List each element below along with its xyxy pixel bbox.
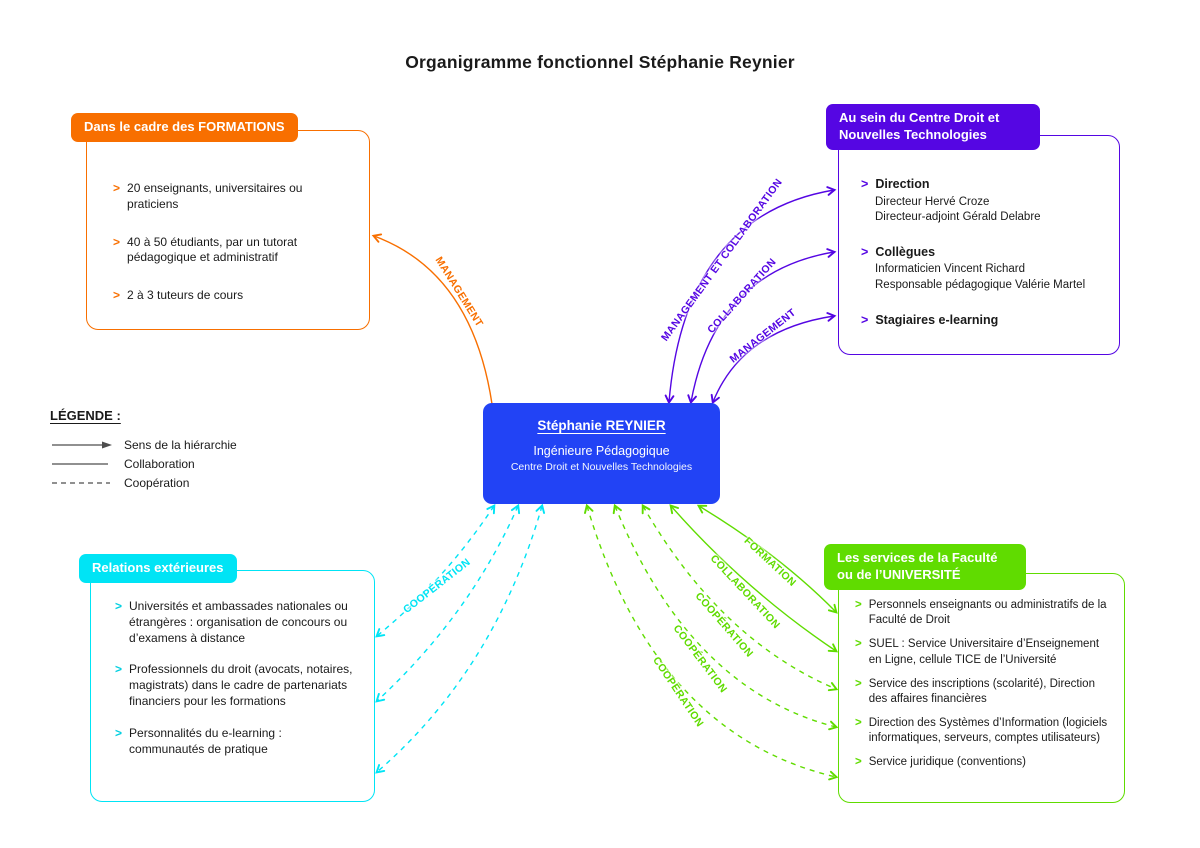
central-person-card: Stéphanie REYNIER Ingénieure Pédagogique…	[483, 403, 720, 504]
panel-formations-body: 20 enseignants, universitaires ou pratic…	[87, 131, 369, 304]
chevron-bullet-icon	[115, 726, 122, 758]
person-name: Stéphanie REYNIER	[537, 418, 666, 433]
chevron-bullet-icon	[855, 755, 862, 770]
list-group: Collègues Informaticien Vincent Richard …	[861, 244, 1105, 293]
panel-services-header: Les services de la Faculté ou de l’UNIVE…	[824, 544, 1026, 590]
chevron-bullet-icon	[861, 176, 868, 193]
panel-formations: Dans le cadre des FORMATIONS 20 enseigna…	[71, 113, 370, 330]
chevron-bullet-icon	[113, 235, 120, 267]
list-subitem: Directeur-adjoint Gérald Delabre	[875, 210, 1041, 223]
panel-centre: Au sein du Centre Droit et Nouvelles Tec…	[826, 104, 1120, 355]
list-item: Collègues	[861, 244, 1105, 261]
chevron-bullet-icon	[861, 244, 868, 261]
list-item: SUEL : Service Universitaire d’Enseignem…	[855, 637, 1114, 667]
legend-label: Collaboration	[124, 457, 195, 471]
panel-services: Les services de la Faculté ou de l’UNIVE…	[824, 544, 1125, 803]
edge-cooperation-services-2	[612, 503, 839, 731]
edge-cooperation-relations-2	[375, 503, 521, 703]
edge-cooperation-services-3	[584, 503, 839, 781]
list-subitem: Directeur Hervé Croze	[875, 195, 990, 208]
panel-relations: Relations extérieures Universités et amb…	[79, 554, 375, 802]
edge-label-management-centre: MANAGEMENT	[727, 306, 799, 366]
legend-row: Sens de la hiérarchie	[50, 438, 237, 452]
edge-label-management-formations: MANAGEMENT	[432, 254, 486, 330]
panel-centre-header: Au sein du Centre Droit et Nouvelles Tec…	[826, 104, 1040, 150]
list-item: 20 enseignants, universitaires ou pratic…	[113, 181, 349, 213]
edge-label-formation-services: FORMATION	[741, 534, 799, 590]
legend: LÉGENDE : Sens de la hiérarchie Collabor…	[50, 408, 237, 495]
list-item: 2 à 3 tuteurs de cours	[113, 288, 349, 304]
legend-row: Collaboration	[50, 457, 237, 471]
legend-label: Sens de la hiérarchie	[124, 438, 237, 452]
list-subitem: Informaticien Vincent Richard	[875, 263, 1025, 276]
edge-cooperation-relations-1	[375, 503, 496, 638]
list-item: Service des inscriptions (scolarité), Di…	[855, 677, 1114, 707]
list-item: 40 à 50 étudiants, par un tutorat pédago…	[113, 235, 349, 267]
list-item: Professionnels du droit (avocats, notair…	[115, 662, 358, 709]
list-group: Direction Directeur Hervé Croze Directeu…	[861, 176, 1105, 225]
chevron-bullet-icon	[855, 598, 862, 628]
chevron-bullet-icon	[113, 288, 120, 304]
hierarchy-arrow-icon	[52, 441, 112, 449]
edge-cooperation-services-1	[641, 503, 839, 692]
list-item: Stagiaires e-learning	[861, 312, 1105, 329]
list-item: Personnels enseignants ou administratifs…	[855, 598, 1114, 628]
chevron-bullet-icon	[115, 662, 122, 709]
list-group: Stagiaires e-learning	[861, 312, 1105, 329]
legend-title: LÉGENDE :	[50, 408, 121, 423]
chevron-bullet-icon	[113, 181, 120, 213]
edge-label-cooperation-relations: COOPÉRATION	[401, 556, 473, 616]
panel-services-body: Personnels enseignants ou administratifs…	[839, 574, 1124, 771]
page-title: Organigramme fonctionnel Stéphanie Reyni…	[405, 52, 795, 72]
chevron-bullet-icon	[855, 637, 862, 667]
edge-collaboration-services	[669, 504, 839, 653]
list-item: Direction des Systèmes d’Information (lo…	[855, 716, 1114, 746]
legend-label: Coopération	[124, 476, 190, 490]
edge-cooperation-relations-3	[375, 503, 546, 774]
chevron-bullet-icon	[855, 677, 862, 707]
cooperation-dashed-line-icon	[52, 482, 110, 484]
panel-formations-header: Dans le cadre des FORMATIONS	[71, 113, 298, 142]
chevron-bullet-icon	[855, 716, 862, 746]
chevron-bullet-icon	[115, 599, 122, 646]
list-item: Personnalités du e-learning : communauté…	[115, 726, 358, 758]
collaboration-line-icon	[52, 463, 108, 465]
list-item: Service juridique (conventions)	[855, 755, 1114, 770]
legend-row: Coopération	[50, 476, 237, 490]
chevron-bullet-icon	[861, 312, 868, 329]
person-role: Ingénieure Pédagogique	[533, 444, 670, 458]
panel-relations-body: Universités et ambassades nationales ou …	[91, 571, 374, 758]
panel-relations-header: Relations extérieures	[79, 554, 237, 583]
list-subitem: Responsable pédagogique Valérie Martel	[875, 278, 1086, 291]
list-item: Universités et ambassades nationales ou …	[115, 599, 358, 646]
list-item: Direction	[861, 176, 1105, 193]
panel-centre-body: Direction Directeur Hervé Croze Directeu…	[839, 136, 1119, 328]
person-org: Centre Droit et Nouvelles Technologies	[510, 461, 693, 473]
